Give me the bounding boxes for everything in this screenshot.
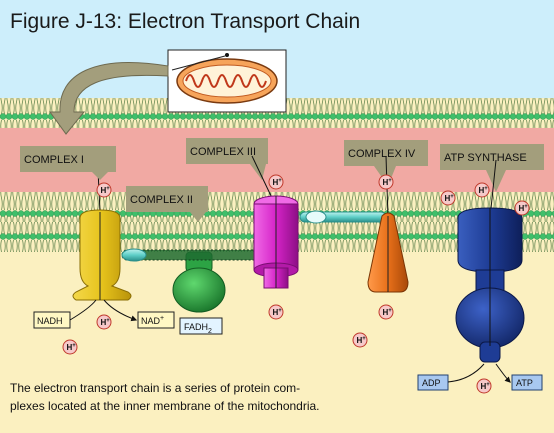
- curved-arrow-icon: [49, 62, 169, 135]
- fadh2-text: FADH: [184, 322, 208, 332]
- nad-box: NAD+: [137, 311, 175, 329]
- atp-box: ATP: [511, 374, 543, 391]
- cytochrome-c-carrier: [299, 210, 387, 224]
- caption-line-1: The electron transport chain is a series…: [10, 381, 300, 395]
- proton-label: H+: [273, 178, 283, 187]
- complex1-label: COMPLEX I: [24, 154, 84, 166]
- proton-label: H+: [383, 178, 393, 187]
- proton-icon: H+: [440, 190, 456, 206]
- proton-icon: H+: [476, 378, 492, 394]
- ubiquinone-carrier: [121, 248, 273, 262]
- complex3-label: COMPLEX III: [190, 146, 256, 158]
- nadh-box: NADH: [33, 311, 71, 329]
- label-atp-synthase: ATP SYNTHASE: [440, 144, 544, 219]
- proton-label: H+: [481, 382, 491, 391]
- proton-icon: H+: [378, 304, 394, 320]
- complex4-shape: [367, 212, 409, 293]
- mitochondrion-icon: [167, 49, 287, 113]
- proton-icon: H+: [378, 174, 394, 190]
- nadh-label: NADH: [37, 316, 63, 326]
- complex2-label: COMPLEX II: [130, 194, 193, 206]
- proton-label: H+: [479, 186, 489, 195]
- atp-label: ATP: [516, 378, 533, 388]
- proton-label: H+: [273, 308, 283, 317]
- proton-icon: H+: [474, 182, 490, 198]
- proton-icon: H+: [514, 200, 530, 216]
- complex1-shape: [72, 209, 132, 301]
- proton-icon: H+: [268, 174, 284, 190]
- proton-icon: H+: [268, 304, 284, 320]
- fadh2-subscript: 2: [208, 328, 212, 335]
- label-complex3: COMPLEX III: [186, 138, 273, 199]
- proton-label: H+: [67, 343, 77, 352]
- nad-label: NAD+: [141, 315, 164, 326]
- atp-synthase-label: ATP SYNTHASE: [444, 152, 527, 164]
- proton-icon: H+: [96, 182, 112, 198]
- proton-label: H+: [445, 194, 455, 203]
- label-complex2: COMPLEX II: [126, 186, 208, 222]
- nad-charge: +: [160, 315, 164, 322]
- adp-box: ADP: [417, 374, 449, 391]
- adp-label: ADP: [422, 378, 441, 388]
- label-complex1: COMPLEX I: [20, 146, 116, 213]
- complex4-label: COMPLEX IV: [348, 148, 416, 160]
- nad-text: NAD: [141, 316, 161, 326]
- proton-label: H+: [519, 204, 529, 213]
- figure-title: Figure J-13: Electron Transport Chain: [10, 10, 360, 33]
- proton-icon: H+: [62, 339, 78, 355]
- complex3-shape: [253, 195, 299, 289]
- proton-group: H+ H+ H+ H+ H+ H+ H+ H+ H+ H+ H+ H+: [62, 174, 530, 394]
- proton-label: H+: [101, 318, 111, 327]
- proton-icon: H+: [352, 332, 368, 348]
- fadh2-label: FADH2: [184, 322, 212, 335]
- proton-label: H+: [357, 336, 367, 345]
- caption-line-2: plexes located at the inner membrane of …: [10, 399, 320, 413]
- proton-label: H+: [101, 186, 111, 195]
- fadh2-box: FADH2: [179, 317, 223, 335]
- atp-synthase-shape: [455, 207, 525, 363]
- proton-label: H+: [383, 308, 393, 317]
- proton-icon: H+: [96, 314, 112, 330]
